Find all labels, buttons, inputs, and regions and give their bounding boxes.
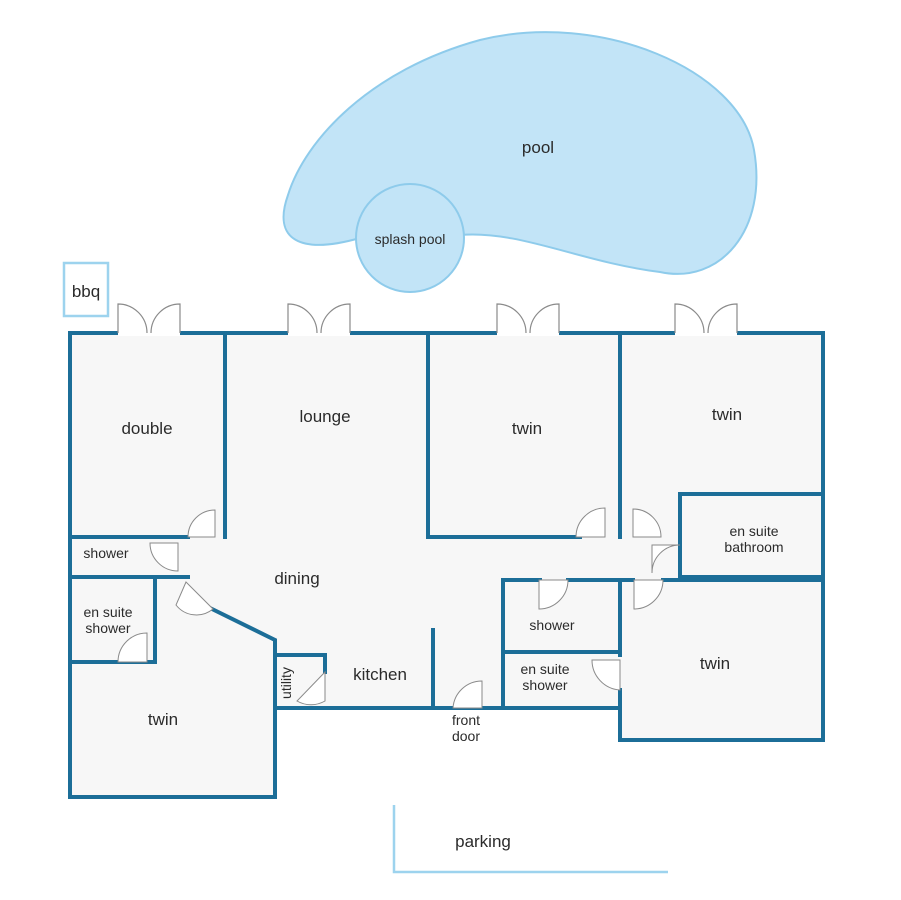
lounge-label: lounge [299,407,350,426]
twin-patio-door [496,303,560,336]
twin-bottom-right-label: twin [700,654,730,673]
twin-right-door [632,508,662,538]
interior-doors [117,507,681,709]
en-suite-shower-left-door [117,632,148,663]
shower-center-door [538,579,569,610]
front-door-label-2: door [452,728,480,744]
twin-bottom-right-door [633,579,664,610]
front-door-label-1: front [452,712,480,728]
en-suite-bathroom-label-1: en suite [729,523,778,539]
bbq-label: bbq [72,282,100,301]
dining-label: dining [274,569,319,588]
shower-door [149,542,179,572]
en-suite-shower-center-label-2: shower [522,677,567,693]
pool-label: pool [522,138,554,157]
double-door [187,509,216,538]
walls [68,331,825,799]
parking-label: parking [455,832,511,851]
double-patio-door [117,303,181,336]
kitchen-label: kitchen [353,665,407,684]
parking-area [392,805,668,874]
splash-pool [355,183,465,293]
floor-area [70,333,823,797]
patio-doors [117,303,738,336]
utility-label: utility [278,667,294,699]
twin-right-top-label: twin [712,405,742,424]
twin-center-door [575,507,606,538]
en-suite-shower-left-label-2: shower [85,620,130,636]
shower-left-label: shower [83,545,128,561]
bbq [62,261,110,318]
front-door [452,680,483,709]
lounge-patio-door [287,303,351,336]
twin-right-patio-door [674,303,738,336]
en-suite-shower-center-label-1: en suite [520,661,569,677]
splash-pool-label: splash pool [375,231,446,247]
room-labels: double lounge twin twin en suite bathroo… [83,405,783,744]
en-suite-shower-center-door [591,659,621,691]
en-suite-bathroom-label-2: bathroom [724,539,783,555]
shower-center-label: shower [529,617,574,633]
en-suite-shower-left-label-1: en suite [83,604,132,620]
twin-bottom-left-door [175,581,214,616]
double-label: double [121,419,172,438]
utility-door [296,670,326,706]
en-suite-bathroom-door [651,544,681,574]
twin-bottom-left-label: twin [148,710,178,729]
pool [282,31,758,275]
twin-center-label: twin [512,419,542,438]
